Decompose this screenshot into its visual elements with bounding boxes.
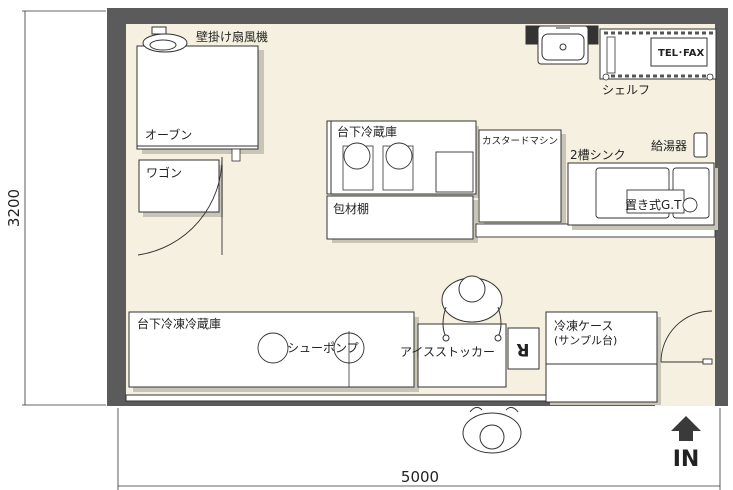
tel-fax-label: TEL･FAX xyxy=(658,48,704,59)
custard-machine xyxy=(478,129,566,226)
wagon-label: ワゴン xyxy=(146,165,182,180)
wagon xyxy=(138,159,223,217)
shelf-label: シェルフ xyxy=(602,83,650,97)
wall-fan-label: 壁掛け扇風機 xyxy=(196,29,268,44)
register-label: R xyxy=(516,339,529,359)
entrance-opening xyxy=(655,395,715,406)
customer-figure-icon xyxy=(462,406,522,454)
hand-sink-icon xyxy=(525,25,599,65)
grease-trap xyxy=(626,189,698,214)
custard-machine-label: カスタードマシン xyxy=(482,136,558,147)
ice-stocker-label: アイスストッカー xyxy=(400,345,495,359)
register-icon: R xyxy=(507,327,540,370)
grease-trap-label: 置き式G.T xyxy=(625,198,682,212)
ice-stocker xyxy=(417,323,507,388)
choux-pump-label: シューポンプ xyxy=(287,341,359,355)
under-counter-fridge-label: 台下冷蔵庫 xyxy=(337,124,397,139)
width-dimension: 5000 xyxy=(401,468,439,486)
water-heater xyxy=(693,132,708,158)
under-counter-freezer-fridge-label: 台下冷凍冷蔵庫 xyxy=(137,316,221,331)
freezer-case xyxy=(545,311,661,405)
two-basin-sink-label: 2槽シンク xyxy=(570,148,626,162)
dimension-lines xyxy=(22,10,721,490)
height-dimension: 3200 xyxy=(5,189,23,227)
entrance-arrow-icon xyxy=(671,416,701,441)
shelf xyxy=(599,28,717,81)
staff-figure-icon xyxy=(441,275,503,342)
wall-fan-icon xyxy=(142,26,188,53)
under-counter-freezer-fridge xyxy=(128,311,419,392)
oven-label: オーブン xyxy=(145,127,192,142)
freezer-case-sublabel: (サンプル台) xyxy=(554,333,617,347)
entrance-door-swing xyxy=(660,310,713,365)
water-heater-label: 給湯器 xyxy=(651,139,687,153)
under-counter-fridge xyxy=(326,120,479,198)
packing-shelf xyxy=(326,195,478,243)
freezer-case-label: 冷凍ケース xyxy=(554,319,613,333)
entrance-label: IN xyxy=(673,447,700,472)
oven xyxy=(136,45,264,162)
door-swing xyxy=(137,156,223,256)
packing-shelf-label: 包材棚 xyxy=(333,201,369,216)
